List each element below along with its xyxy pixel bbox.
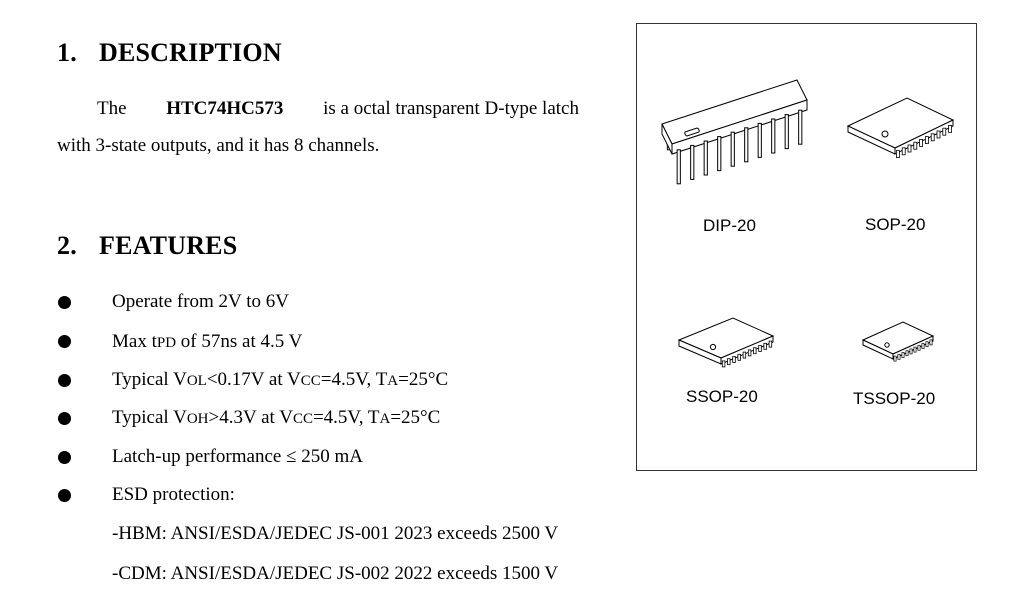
package-pin — [737, 353, 741, 361]
package-pin — [768, 340, 773, 348]
description-text-post: is a octal transparent D-type latch — [323, 98, 579, 119]
bullet-icon — [58, 412, 71, 425]
description-heading: 1. DESCRIPTION — [57, 38, 282, 68]
description-text-pre: The — [97, 98, 127, 119]
package-pin — [757, 122, 762, 158]
package-pin — [784, 114, 789, 150]
sop-package-icon — [846, 97, 955, 158]
description-number: 1. — [57, 38, 77, 67]
package-pin — [930, 133, 935, 142]
package-pin — [744, 127, 749, 163]
package-label-dip: DIP-20 — [703, 216, 756, 235]
package-pin — [905, 350, 909, 357]
description-paragraph: The HTC74HC573 is a octal transparent D-… — [57, 90, 579, 164]
package-pin — [917, 344, 921, 351]
package-pin — [742, 351, 747, 359]
package-pin — [919, 139, 923, 147]
package-pin — [897, 353, 901, 360]
package-pin — [901, 352, 905, 358]
package-pin — [721, 360, 726, 368]
package-pin — [925, 341, 929, 348]
package-pin — [771, 118, 776, 154]
package-pin — [763, 342, 767, 350]
bullet-icon — [58, 374, 71, 387]
package-pin — [901, 147, 906, 156]
package-pin — [909, 348, 913, 355]
package-pin — [925, 136, 929, 144]
bullet-icon — [58, 451, 71, 464]
package-pin — [948, 125, 952, 133]
package-pin — [929, 339, 933, 346]
description-title: DESCRIPTION — [99, 38, 282, 67]
feature-item-6: ESD protection: — [112, 484, 235, 505]
package-pin — [758, 345, 762, 352]
package-pin — [913, 346, 917, 353]
tssop-package-icon — [861, 321, 935, 362]
package-pin — [732, 356, 736, 363]
part-number: HTC74HC573 — [166, 98, 284, 119]
package-label-ssop: SSOP-20 — [686, 387, 758, 406]
package-label-sop: SOP-20 — [865, 215, 926, 234]
feature-item-4: Typical VOH>4.3V at VCC=4.5V, TA=25°C — [112, 407, 441, 428]
feature-item-3: Typical VOL<0.17V at VCC=4.5V, TA=25°C — [112, 369, 449, 390]
package-pin — [753, 347, 757, 355]
features-heading: 2. FEATURES — [57, 231, 237, 261]
bullet-icon — [58, 335, 71, 348]
package-pin — [703, 140, 708, 176]
ssop-package-icon — [677, 317, 775, 368]
features-title: FEATURES — [99, 231, 238, 260]
package-pin — [936, 130, 941, 139]
package-pin — [727, 358, 731, 366]
description-text-line2: with 3-state outputs, and it has 8 chann… — [57, 135, 380, 156]
feature-item-5: Latch-up performance ≤ 250 mA — [112, 446, 363, 467]
esd-cdm-line: -CDM: ANSI/ESDA/JEDEC JS-002 2022 exceed… — [112, 563, 559, 584]
dip-package-icon — [661, 79, 808, 185]
bullet-icon — [58, 296, 71, 309]
feature-item-2: Max tPD of 57ns at 4.5 V — [112, 331, 303, 352]
package-pin — [896, 150, 900, 158]
package-pin — [676, 149, 681, 185]
package-pin — [942, 127, 947, 136]
esd-hbm-line: -HBM: ANSI/ESDA/JEDEC JS-001 2023 exceed… — [112, 523, 559, 544]
package-pin — [690, 144, 695, 180]
package-pin — [730, 131, 735, 167]
package-pin — [893, 355, 897, 362]
package-pin — [913, 141, 918, 150]
package-pin — [907, 144, 912, 153]
feature-item-1: Operate from 2V to 6V — [112, 291, 289, 312]
package-pin — [921, 343, 925, 349]
package-pin — [717, 136, 722, 172]
package-pin — [798, 109, 803, 145]
bullet-icon — [58, 489, 71, 502]
package-label-tssop: TSSOP-20 — [853, 389, 936, 408]
features-number: 2. — [57, 231, 77, 260]
package-box: DIP-20 SOP-20 SSOP-20 TSSOP-20 — [636, 23, 977, 471]
package-pin — [747, 349, 752, 357]
